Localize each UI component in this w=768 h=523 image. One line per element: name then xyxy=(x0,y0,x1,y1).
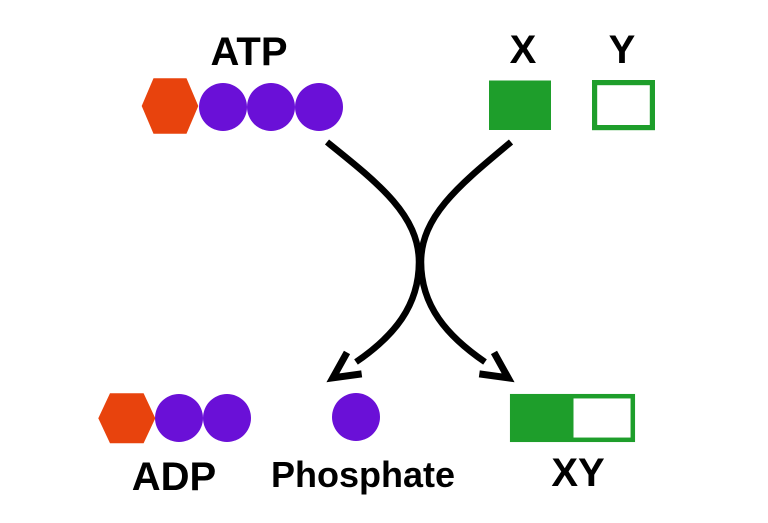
adp-phosphate-circle-2 xyxy=(203,394,251,442)
atp-phosphate-circle-2 xyxy=(247,83,295,131)
xy-label: XY xyxy=(551,451,605,495)
atp-phosphate-circle-1 xyxy=(199,83,247,131)
y-square-icon xyxy=(591,79,655,131)
atp-phosphate-circle-3 xyxy=(295,83,343,131)
adp-molecule: ADP xyxy=(98,393,251,499)
product-xy: XY xyxy=(509,393,636,495)
substrate-x: X xyxy=(489,28,551,130)
x-to-xy-arrow xyxy=(417,139,515,383)
adp-phosphate-circle-1 xyxy=(155,394,203,442)
adp-hexagon-icon xyxy=(98,393,156,444)
x-label: X xyxy=(510,28,537,72)
y-label: Y xyxy=(609,28,636,72)
substrate-y: Y xyxy=(591,28,655,131)
atp-label: ATP xyxy=(210,30,287,74)
xy-outline-icon xyxy=(509,393,636,443)
xy-filled-half-icon xyxy=(510,394,574,442)
x-square-icon xyxy=(489,80,551,130)
atp-molecule: ATP xyxy=(141,30,343,134)
phosphate-label: Phosphate xyxy=(271,454,455,495)
reaction-arrows xyxy=(324,139,515,383)
atp-to-adp-arrow xyxy=(324,139,423,383)
phosphate-circle-icon xyxy=(332,393,380,441)
free-phosphate: Phosphate xyxy=(271,393,455,495)
atp-hexagon-icon xyxy=(141,78,199,134)
adp-label: ADP xyxy=(132,455,216,499)
